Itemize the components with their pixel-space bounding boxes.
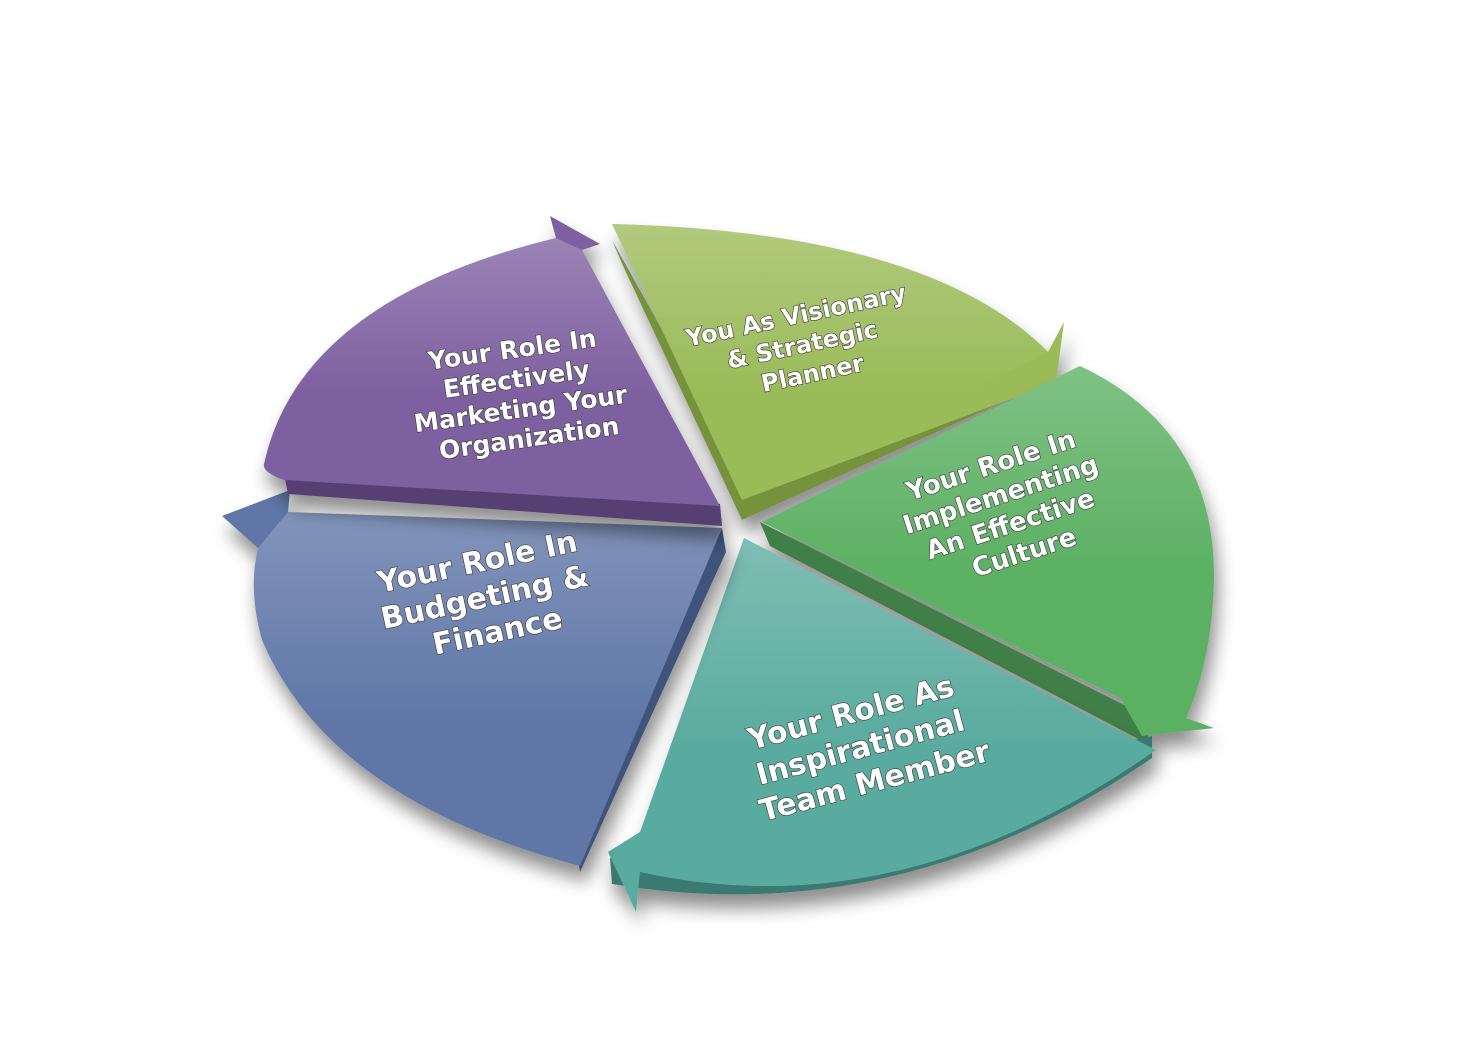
segment-marketing: Your Role In Effectively Marketing Your … — [263, 216, 722, 526]
segment-team-member: Your Role As Inspirational Team Member — [608, 538, 1156, 912]
segment-visionary: You As Visionary & Strategic Planner — [612, 224, 1064, 520]
segment-culture: Your Role In Implementing An Effective C… — [760, 366, 1215, 744]
segment-budgeting-side — [578, 528, 726, 872]
segment-budgeting-shine — [253, 512, 723, 866]
segment-marketing-side — [284, 474, 722, 526]
segment-budgeting: Your Role In Budgeting & Finance — [222, 490, 726, 872]
segment-marketing-shine — [263, 238, 720, 506]
segment-visionary-shine — [612, 224, 1048, 500]
segment-culture-side — [760, 522, 1150, 744]
segment-team-member-shine — [640, 538, 1156, 887]
segment-culture-shine — [762, 366, 1215, 718]
